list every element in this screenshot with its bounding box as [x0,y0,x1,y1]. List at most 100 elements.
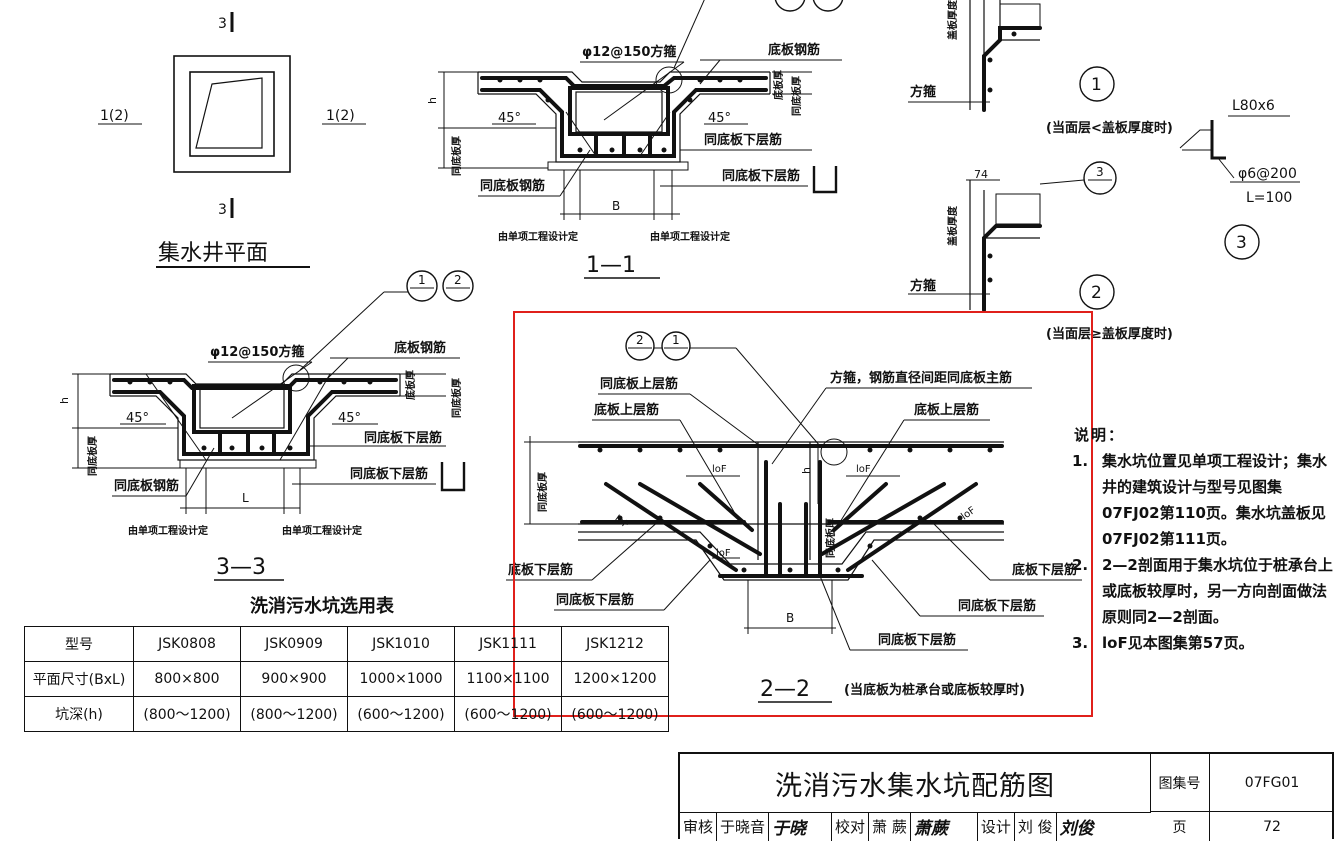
svg-text:1: 1 [418,273,426,287]
svg-text:L=100: L=100 [1246,190,1292,206]
svg-text:盖板厚度: 盖板厚度 [946,0,959,40]
svg-text:底板下层筋: 底板下层筋 [1012,562,1077,578]
svg-text:同底板钢筋: 同底板钢筋 [480,178,545,194]
designer-name: 刘 俊 [1015,812,1057,841]
svg-text:同底板下层筋: 同底板下层筋 [722,168,800,184]
svg-text:h: h [58,397,71,404]
svg-text:loF: loF [716,548,731,559]
svg-text:由单项工程设计定: 由单项工程设计定 [282,524,362,537]
svg-text:方箍，钢筋直径间距同底板主筋: 方箍，钢筋直径间距同底板主筋 [830,370,1012,386]
svg-text:由单项工程设计定: 由单项工程设计定 [498,230,578,243]
table-cell: (800～1200) [240,696,348,732]
table-cell: 1000×1000 [347,661,455,697]
svg-text:loF: loF [712,464,727,475]
cut-mark-left: 1(2) [100,108,129,124]
svg-text:L: L [242,491,249,505]
reviewer-name: 于晓音 [717,812,770,841]
table-cell: 平面尺寸(BxL) [24,661,134,697]
table-header-cell: 型号 [24,626,134,662]
reviewer-signature: 于晓 [769,812,833,841]
svg-text:同底板厚: 同底板厚 [536,472,549,512]
svg-text:3: 3 [1236,233,1247,253]
table-cell: (800～1200) [133,696,241,732]
check-label: 校对 [832,812,870,841]
svg-text:74: 74 [974,168,988,181]
svg-text:h: h [426,97,439,104]
cut-mark-bottom: 3 [218,202,227,218]
design-label: 设计 [978,812,1015,841]
table-row: 平面尺寸(BxL) 800×800 900×900 1000×1000 1100… [24,661,669,697]
svg-text:φ12@150方箍: φ12@150方箍 [210,344,304,360]
svg-text:底板厚: 底板厚 [404,370,417,400]
table-cell: (600～1200) [454,696,562,732]
signature-row: 审核 于晓音 于晓 校对 萧 蕨 萧蕨 设计 刘 俊 刘俊 [680,812,1150,841]
svg-text:2: 2 [454,273,462,287]
section-2-2: 同底板厚 同底板厚 h loF loF loF loF loF B 2 1 方箍… [506,331,1082,703]
table-cell: 900×900 [240,661,348,697]
atlas-number: 07FG01 [1210,754,1334,812]
svg-text:底板上层筋: 底板上层筋 [594,402,659,418]
svg-text:B: B [786,611,794,625]
svg-text:同底板下层筋: 同底板下层筋 [364,430,442,446]
sump-plan-view: 3 3 1(2) 1(2) 集水井平面 [98,12,366,268]
table-header-cell: JSK1010 [347,626,455,662]
table-cell: 1200×1200 [561,661,669,697]
table-caption: 洗消污水坑选用表 [250,596,394,617]
svg-text:同底板上层筋: 同底板上层筋 [600,376,678,392]
svg-text:同底板厚: 同底板厚 [86,436,99,476]
page-number: 72 [1263,818,1281,835]
svg-text:同底板下层筋: 同底板下层筋 [556,592,634,608]
review-label: 审核 [680,812,718,841]
table-cell: 800×800 [133,661,241,697]
note-text: loF见本图集第57页。 [1102,634,1254,652]
table-cell: (600～1200) [561,696,669,732]
svg-text:方箍: 方箍 [910,278,936,294]
svg-text:3: 3 [1096,165,1104,179]
note-text: 集水坑位置见单项工程设计；集水井的建筑设计与型号见图集07FJ02第110页。集… [1102,452,1328,548]
page-label: 页 [1150,812,1210,841]
svg-text:由单项工程设计定: 由单项工程设计定 [128,524,208,537]
svg-text:同底板下层筋: 同底板下层筋 [350,466,428,482]
atlas-label: 图集号 [1150,754,1210,812]
svg-text:同底板厚: 同底板厚 [790,76,803,116]
svg-text:2: 2 [636,333,644,347]
svg-text:底板钢筋: 底板钢筋 [394,340,446,356]
svg-text:由单项工程设计定: 由单项工程设计定 [650,230,730,243]
svg-text:L80x6: L80x6 [1232,98,1275,114]
svg-text:底板钢筋: 底板钢筋 [768,42,820,58]
section-3-3: h 同底板厚 L 由单项工程设计定 由单项工程设计定 45° 45° φ12@1… [58,270,474,581]
highlight-box [513,311,1093,717]
svg-text:2: 2 [1091,283,1102,303]
svg-text:(当面层≥盖板厚度时): (当面层≥盖板厚度时) [1046,326,1173,342]
note-item: 1. 集水坑位置见单项工程设计；集水井的建筑设计与型号见图集07FJ02第110… [1072,448,1334,552]
svg-text:同底板下层筋: 同底板下层筋 [878,632,956,648]
note-number: 2. [1072,556,1089,574]
svg-text:同底板厚: 同底板厚 [450,136,463,176]
svg-text:45°: 45° [126,411,149,426]
table-cell: (600～1200) [347,696,455,732]
svg-text:底板上层筋: 底板上层筋 [914,402,979,418]
table-header-cell: JSK1111 [454,626,562,662]
cover-details: 盖板厚度 方箍 1 (当面层<盖板厚度时) 74 盖板厚度 方箍 3 2 (当面… [908,0,1300,342]
svg-text:1: 1 [1091,75,1102,95]
svg-text:45°: 45° [498,111,521,126]
table-header-row: 型号 JSK0808 JSK0909 JSK1010 JSK1111 JSK12… [24,626,669,662]
svg-text:(当底板为桩承台或底板较厚时): (当底板为桩承台或底板较厚时) [844,682,1025,698]
cut-mark-right: 1(2) [326,108,355,124]
note-item: 2. 2—2剖面用于集水坑位于桩承台上或底板较厚时，另一方向剖面做法原则同2—2… [1072,552,1334,630]
plan-title: 集水井平面 [158,241,268,266]
svg-text:(当面层<盖板厚度时): (当面层<盖板厚度时) [1046,120,1173,136]
svg-text:底板下层筋: 底板下层筋 [508,562,573,578]
svg-text:loF: loF [856,464,871,475]
svg-text:2—2: 2—2 [760,677,810,702]
note-number: 1. [1072,452,1089,470]
svg-text:φ12@150方箍: φ12@150方箍 [582,44,676,60]
section-1-1: h 同底板厚 B 由单项工程设计定 由单项工程设计定 45° 45° φ12@1… [426,0,844,279]
table-cell: 坑深(h) [24,696,134,732]
svg-text:同底板下层筋: 同底板下层筋 [704,132,782,148]
table-cell: 1100×1100 [454,661,562,697]
svg-text:同底板厚: 同底板厚 [450,378,463,418]
svg-text:45°: 45° [708,111,731,126]
